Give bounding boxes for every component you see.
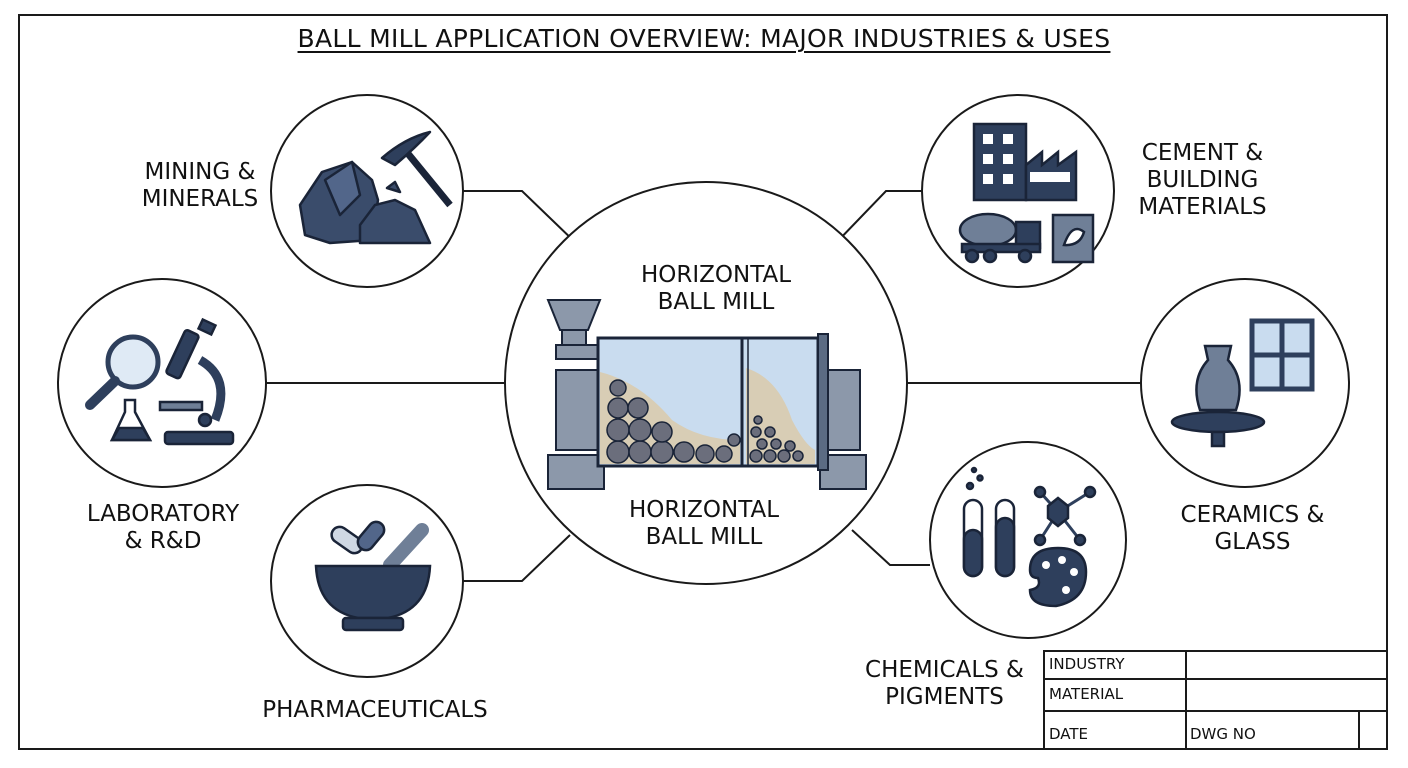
center-label-top: HORIZONTAL BALL MILL [640,262,792,315]
connector-chemicals [851,529,930,566]
connector-cement [833,190,924,246]
connector-pharma [462,534,571,582]
ceramics-circle [1140,278,1350,488]
ball-mill-icon [546,299,867,490]
laboratory-label: LABORATORY & R&D [86,501,240,554]
title-block: INDUSTRY MATERIAL DATE DWG NO [1043,650,1388,750]
title-block-date: DATE [1049,725,1089,743]
mining-icon [298,130,453,245]
ceramics-icon [1170,318,1315,448]
cement-icon [958,122,1095,264]
diagram-title: BALL MILL APPLICATION OVERVIEW: MAJOR IN… [297,24,1111,53]
cement-label: CEMENT & BUILDING MATERIALS [1138,140,1267,220]
center-label-bottom: HORIZONTAL BALL MILL [628,497,780,550]
title-block-material: MATERIAL [1049,685,1124,703]
title-block-dwg-no: DWG NO [1190,725,1256,743]
laboratory-icon [85,317,235,446]
ceramics-label: CERAMICS & GLASS [1180,502,1325,555]
drawing-frame [18,14,1388,750]
chemicals-circle [929,441,1127,639]
pharmaceuticals-label: PHARMACEUTICALS [262,697,488,723]
laboratory-circle [57,278,267,488]
chemicals-icon [962,466,1097,608]
mining-label: MINING & MINERALS [141,159,259,212]
connector-lines [265,190,1142,582]
connector-mining [462,190,579,246]
chemicals-label: CHEMICALS & PIGMENTS [865,657,1024,710]
title-block-industry: INDUSTRY [1049,655,1125,673]
pharmaceuticals-icon [314,520,432,632]
